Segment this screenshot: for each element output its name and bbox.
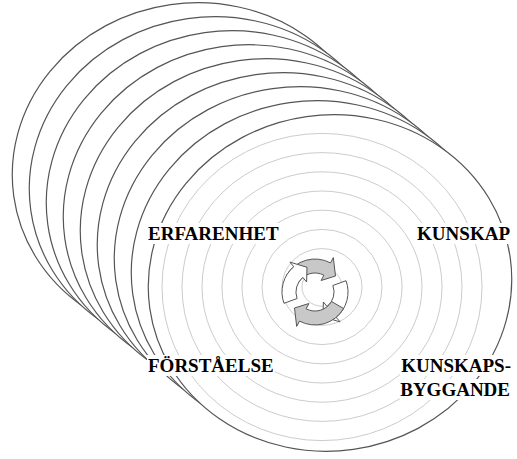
disc-ring <box>282 249 362 326</box>
label-text: FÖRSTÅELSE <box>147 355 275 376</box>
cycle-label: ERFARENHET <box>147 222 280 246</box>
cycle-label: KUNSKAP <box>416 222 511 246</box>
cycle-label: KUNSKAPS- BYGGANDE <box>400 354 511 402</box>
disc-ring <box>262 229 382 344</box>
disc-outline <box>126 91 517 459</box>
label-text: KUNSKAP <box>416 223 511 244</box>
cycle-label: FÖRSTÅELSE <box>147 354 275 378</box>
label-text: ERFARENHET <box>147 223 280 244</box>
cycle-arrow <box>282 262 307 303</box>
cycle-arrow <box>295 302 344 327</box>
label-text: KUNSKAPS- BYGGANDE <box>400 355 511 400</box>
